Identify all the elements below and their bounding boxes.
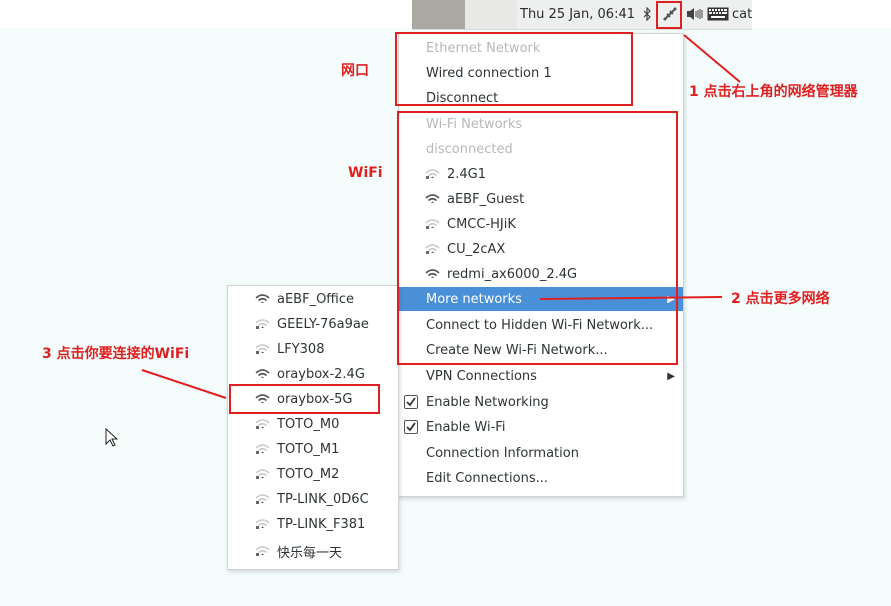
connection-information-item[interactable]: Connection Information [426,445,579,461]
taskbar-window-button[interactable] [412,0,465,29]
enable-wifi-item[interactable]: Enable Wi-Fi [399,415,683,439]
wifi-network-item[interactable]: TOTO_M1 [228,437,398,461]
wifi-weak-icon [255,344,270,354]
mouse-cursor-icon [105,428,119,447]
wifi-weak-icon [425,244,440,254]
wifi-network-item[interactable]: GEELY-76a9ae [228,312,398,336]
chevron-right-icon: ▶ [667,370,675,382]
wifi-network-item[interactable]: TOTO_M0 [228,412,398,436]
edit-connections-item[interactable]: Edit Connections... [426,470,549,486]
wifi-weak-icon [425,169,440,179]
wifi-strong-icon [255,369,270,378]
wifi-weak-icon [425,219,440,229]
wifi-weak-icon [255,494,270,504]
wifi-weak-icon [255,444,270,454]
chevron-right-icon: ▶ [667,293,675,305]
vpn-connections-item[interactable]: VPN Connections ▶ [426,368,675,384]
wifi-network-item[interactable]: 快乐每一天 [228,539,398,563]
annotation-step3: 3 点击你要连接的WiFi [42,346,190,362]
annotation-port-label: 网口 [341,63,369,79]
annotation-step2: 2 点击更多网络 [731,291,830,307]
wifi-network-item[interactable]: 2.4G1 [399,162,683,186]
wifi-network-item[interactable]: CU_2cAX [399,237,683,261]
wifi-network-item[interactable]: CMCC-HJiK [399,212,683,236]
wifi-weak-icon [255,469,270,479]
wired-connection-item[interactable]: Wired connection 1 [426,65,552,81]
ethernet-network-header: Ethernet Network [426,40,541,56]
annotation-box-network-icon [656,1,682,29]
annotation-box-ethernet [395,32,633,106]
checkbox-checked-icon[interactable] [404,395,418,409]
create-new-wifi-item[interactable]: Create New Wi-Fi Network... [426,342,608,358]
disconnect-item[interactable]: Disconnect [426,90,499,106]
wifi-network-item[interactable]: redmi_ax6000_2.4G [399,262,683,286]
checkbox-checked-icon[interactable] [404,420,418,434]
wifi-network-item[interactable]: aEBF_Guest [399,187,683,211]
clock[interactable]: Thu 25 Jan, 06:41 [520,7,635,22]
user-menu[interactable]: cat [732,7,753,22]
annotation-box-wifi [397,111,678,365]
keyboard-icon[interactable] [707,5,729,23]
network-manager-menu: Ethernet Network Wired connection 1 Disc… [398,33,684,497]
wifi-weak-icon [255,546,270,556]
wifi-weak-icon [255,519,270,529]
wifi-weak-icon [255,319,270,329]
annotation-box-selected-wifi [229,384,380,414]
wifi-strong-icon [425,269,440,278]
annotation-wifi-label: WiFi [348,165,383,181]
connect-hidden-wifi-item[interactable]: Connect to Hidden Wi-Fi Network... [426,317,654,333]
volume-icon[interactable] [686,5,704,23]
wifi-network-item[interactable]: aEBF_Office [228,287,398,311]
wifi-network-item[interactable]: oraybox-5G [228,387,398,411]
bluetooth-icon[interactable] [641,5,653,23]
wifi-strong-icon [255,294,270,303]
network-icon[interactable] [660,5,680,23]
wifi-strong-icon [255,394,270,403]
enable-networking-item[interactable]: Enable Networking [399,390,683,414]
wifi-network-item[interactable]: TOTO_M2 [228,462,398,486]
wifi-network-item[interactable]: TP-LINK_0D6C [228,487,398,511]
wifi-network-item[interactable]: oraybox-2.4G [228,362,398,386]
wifi-network-item[interactable]: TP-LINK_F381 [228,512,398,536]
wifi-strong-icon [425,194,440,203]
wifi-networks-header: Wi-Fi Networks [426,116,523,132]
taskbar-window-button[interactable] [465,0,517,29]
wifi-status: disconnected [426,141,513,157]
wifi-network-item[interactable]: LFY308 [228,337,398,361]
wifi-weak-icon [255,419,270,429]
more-networks-submenu: aEBF_Office GEELY-76a9ae LFY308 oraybox-… [227,285,399,570]
annotation-step1: 1 点击右上角的网络管理器 [689,84,858,100]
